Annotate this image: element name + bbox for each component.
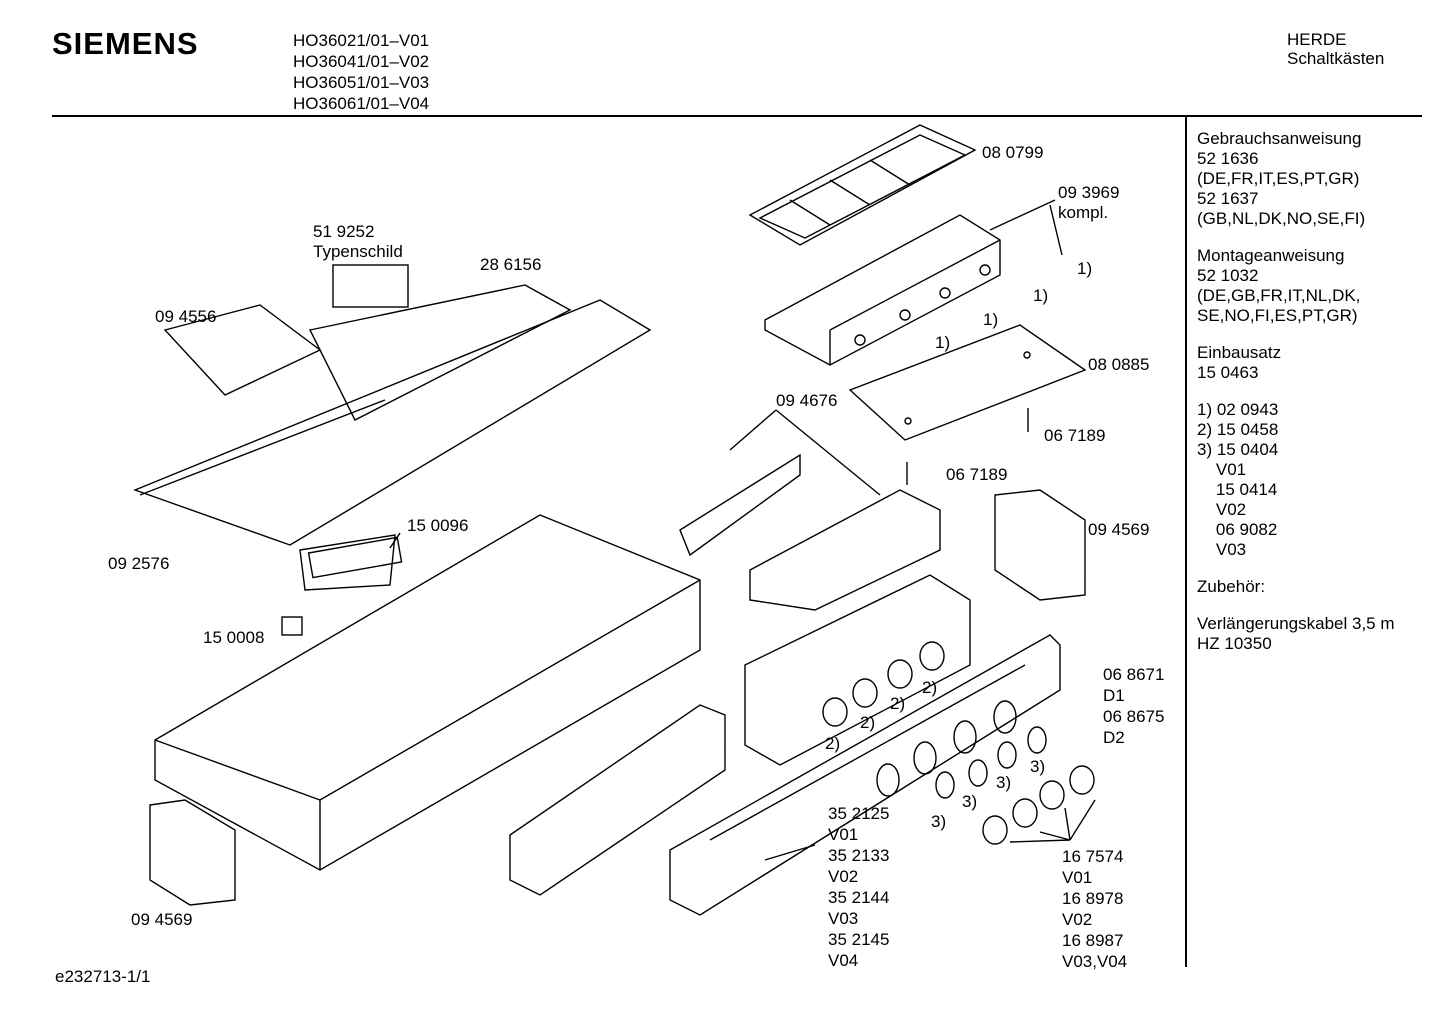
- label-094569: 09 4569: [1088, 520, 1150, 539]
- sidebar-line: 52 1032: [1197, 266, 1259, 285]
- side-rail: [509, 704, 726, 896]
- sidebar-line: Einbausatz: [1197, 343, 1282, 362]
- sidebar-line: (DE,FR,IT,ES,PT,GR): [1197, 169, 1360, 188]
- subcategory: Schaltkästen: [1287, 49, 1385, 68]
- sidebar-line: Montageanweisung: [1197, 246, 1345, 265]
- knob_parts-line: 16 8978: [1062, 889, 1124, 908]
- label-d1: D1: [1103, 686, 1125, 705]
- label-519252: 51 9252: [313, 222, 375, 241]
- note-1: 1): [1077, 259, 1093, 278]
- label-150096: 15 0096: [407, 516, 469, 535]
- panel_parts-line: V03: [828, 909, 859, 928]
- switch-frame: [744, 574, 971, 766]
- knob_parts-line: V03,V04: [1062, 952, 1128, 971]
- panel_parts-line: V02: [828, 867, 859, 886]
- knob_parts-line: V01: [1062, 868, 1093, 887]
- screws: [906, 408, 1029, 485]
- insulation-sheet: [848, 324, 1087, 441]
- side-bracket-right: [994, 489, 1086, 601]
- mounting-plate-top: [133, 264, 652, 546]
- label-typenschild: Typenschild: [313, 242, 403, 261]
- sidebar-line: V01: [1197, 460, 1247, 479]
- sidebar-divider: [1185, 117, 1187, 967]
- note-3: 3): [996, 773, 1012, 792]
- note-3: 3): [962, 792, 978, 811]
- label-d2: D2: [1103, 728, 1125, 747]
- label-067189: 06 7189: [946, 465, 1008, 484]
- model-2: HO36041/01–V02: [293, 52, 430, 71]
- sidebar-line: 06 9082: [1197, 520, 1278, 539]
- sidebar-line: Zubehör:: [1197, 577, 1266, 596]
- sidebar-line: Gebrauchsanweisung: [1197, 129, 1362, 148]
- note-2: 2): [825, 734, 841, 753]
- sidebar-line: 15 0414: [1197, 480, 1278, 499]
- note-1: 1): [1033, 286, 1049, 305]
- housing-box: [154, 514, 701, 871]
- sidebar-line: Verlängerungskabel 3,5 m: [1197, 614, 1395, 633]
- control-panel: [669, 634, 1061, 916]
- label-094676: 09 4676: [776, 391, 838, 410]
- knob_parts-line: 16 7574: [1062, 847, 1124, 866]
- model-3: HO36051/01–V03: [293, 73, 430, 92]
- knob_parts-line: V02: [1062, 910, 1093, 929]
- sidebar-line: 52 1637: [1197, 189, 1259, 208]
- note-2: 2): [922, 678, 938, 697]
- note-2: 2): [890, 694, 906, 713]
- note-3: 3): [1030, 757, 1046, 776]
- document-id: e232713-1/1: [55, 967, 151, 986]
- sidebar-line: V03: [1197, 540, 1247, 559]
- indicator-lamp-holder: [679, 409, 941, 611]
- panel_parts-line: 35 2133: [828, 846, 890, 865]
- label-094556: 09 4556: [155, 307, 217, 326]
- label-093969: 09 3969: [1058, 183, 1120, 202]
- sidebar-line: (DE,GB,FR,IT,NL,DK,: [1197, 286, 1361, 305]
- knobs: [935, 726, 1096, 845]
- switch-block: [764, 199, 1063, 366]
- panel_parts-line: V04: [828, 951, 859, 970]
- sidebar-line: SE,NO,FI,ES,PT,GR): [1197, 306, 1358, 325]
- header-divider: [52, 115, 1422, 117]
- note-3: 3): [931, 812, 947, 831]
- note-1: 1): [983, 310, 999, 329]
- label-068671: 06 8671: [1103, 665, 1165, 684]
- sidebar-line: 52 1636: [1197, 149, 1259, 168]
- label-150008: 15 0008: [203, 628, 265, 647]
- sidebar-line: 2) 15 0458: [1197, 420, 1279, 439]
- label-kompl: kompl.: [1058, 203, 1109, 222]
- connectors: [281, 532, 403, 636]
- note-1: 1): [935, 333, 951, 352]
- label-067189: 06 7189: [1044, 426, 1106, 445]
- siemens-logo: SIEMENS: [52, 26, 199, 61]
- label-286156: 28 6156: [480, 255, 542, 274]
- label-080885: 08 0885: [1088, 355, 1150, 374]
- label-068675: 06 8675: [1103, 707, 1165, 726]
- panel_parts-line: V01: [828, 825, 859, 844]
- panel_parts-line: 35 2125: [828, 804, 890, 823]
- label-092576: 09 2576: [108, 554, 170, 573]
- panel_parts-line: 35 2144: [828, 888, 890, 907]
- sidebar-line: (GB,NL,DK,NO,SE,FI): [1197, 209, 1366, 228]
- knob_parts-line: 16 8987: [1062, 931, 1124, 950]
- note-2: 2): [860, 713, 876, 732]
- sidebar-line: 15 0463: [1197, 363, 1259, 382]
- model-1: HO36021/01–V01: [293, 31, 430, 50]
- sidebar-line: HZ 10350: [1197, 634, 1272, 653]
- sidebar-line: 3) 15 0404: [1197, 440, 1279, 459]
- model-4: HO36061/01–V04: [293, 94, 430, 113]
- sidebar-line: 1) 02 0943: [1197, 400, 1279, 419]
- panel_parts-line: 35 2145: [828, 930, 890, 949]
- label-080799: 08 0799: [982, 143, 1044, 162]
- side-bracket-left: [149, 799, 236, 906]
- label-094569: 09 4569: [131, 910, 193, 929]
- top-cover-frame: [748, 124, 977, 246]
- sidebar-line: V02: [1197, 500, 1247, 519]
- category: HERDE: [1287, 30, 1347, 49]
